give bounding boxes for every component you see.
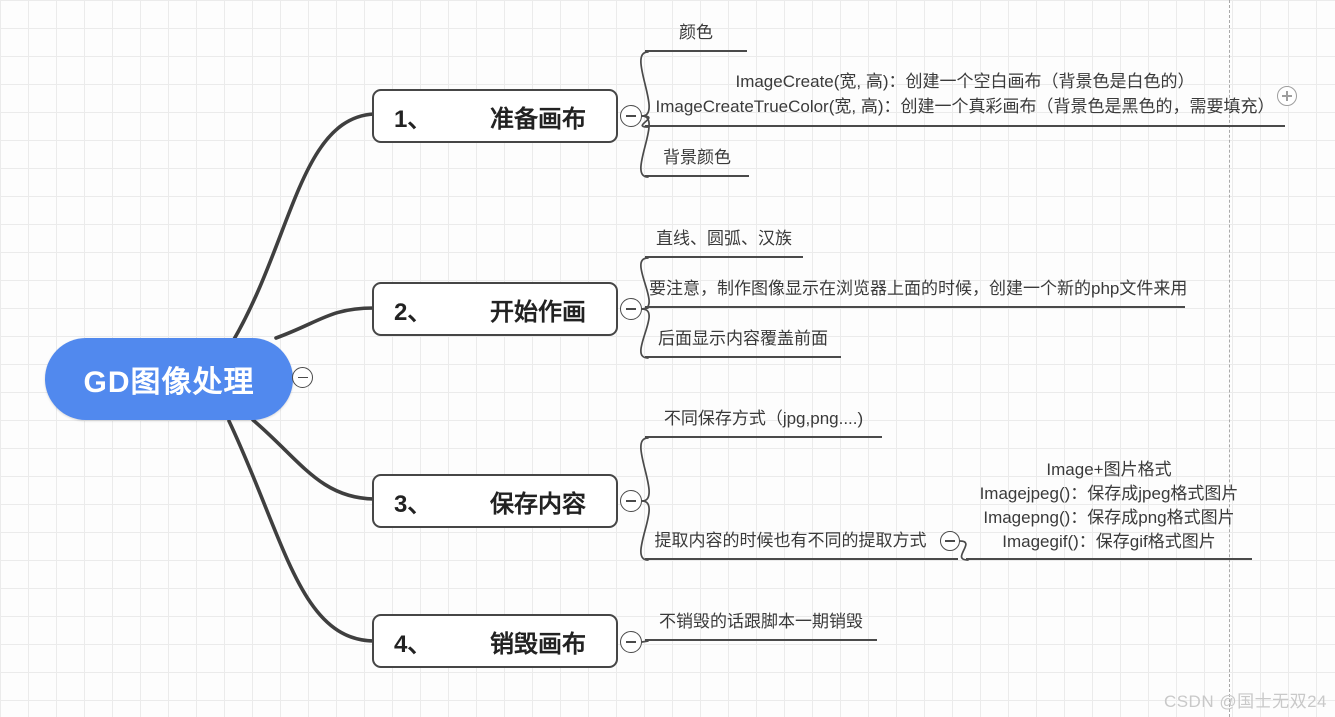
branch-number: 1、 [394, 105, 432, 133]
branch-topic-1[interactable]: 1、 准备画布 [372, 89, 618, 143]
leaf-line-4: Imagegif()：保存gif格式图片 [1002, 532, 1216, 551]
minus-icon [626, 641, 636, 643]
branch3-collapse-button[interactable] [620, 490, 642, 512]
connector-root-branch2 [274, 306, 376, 340]
connector-root-branch4 [227, 419, 376, 643]
branch-title: 销毁画布 [490, 630, 586, 658]
connector-root-branch3 [251, 418, 376, 501]
leaf-topic-overlay[interactable]: 后面显示内容覆盖前面 [645, 324, 841, 358]
leaf-topic-extract[interactable]: 提取内容的时候也有不同的提取方式 [645, 526, 958, 560]
root-collapse-button[interactable] [292, 367, 313, 388]
leaf-topic-note[interactable]: 要注意，制作图像显示在浏览器上面的时候，创建一个新的php文件来用 [645, 274, 1188, 308]
connector-root-branch1 [231, 112, 376, 343]
leaf-topic-shapes[interactable]: 直线、圆弧、汉族 [645, 224, 803, 258]
root-topic[interactable]: GD图像处理 [45, 338, 293, 420]
leaf-label: 背景颜色 [663, 148, 731, 167]
branch-title: 准备画布 [490, 105, 586, 133]
leaf-line-1: Image+图片格式 [1046, 460, 1172, 479]
root-topic-label: GD图像处理 [83, 366, 255, 399]
leaf-label: 后面显示内容覆盖前面 [658, 329, 828, 348]
leaf-line-2: ImageCreateTrueColor(宽, 高)：创建一个真彩画布（背景色是… [655, 97, 1275, 116]
minus-icon [626, 500, 636, 502]
branch-number: 4、 [394, 630, 432, 658]
branch-topic-4[interactable]: 4、 销毁画布 [372, 614, 618, 668]
leaf-label: 不销毁的话跟脚本一期销毁 [659, 612, 863, 631]
imagecreate-expand-button[interactable] [1277, 86, 1297, 106]
minus-icon [945, 540, 955, 542]
leaf-label: 不同保存方式（jpg,png....) [663, 409, 864, 428]
leaf-label: 颜色 [679, 23, 713, 42]
leaf-topic-save-formats[interactable]: 不同保存方式（jpg,png....) [645, 404, 882, 438]
branch1-collapse-button[interactable] [620, 105, 642, 127]
branch2-collapse-button[interactable] [620, 298, 642, 320]
branch-title: 开始作画 [490, 298, 586, 326]
branch-number: 2、 [394, 298, 432, 326]
leaf-line-1: ImageCreate(宽, 高)：创建一个空白画布（背景色是白色的） [735, 72, 1195, 91]
leaf-topic-color[interactable]: 颜色 [645, 18, 747, 52]
branch-topic-3[interactable]: 3、 保存内容 [372, 474, 618, 528]
connector-extract-sub [959, 540, 969, 561]
watermark: CSDN @国士无双24 [1163, 692, 1327, 711]
connector-branch4-destroy [641, 640, 649, 643]
branch-title: 保存内容 [490, 490, 586, 518]
leaf-topic-destroy[interactable]: 不销毁的话跟脚本一期销毁 [645, 607, 877, 641]
leaf-topic-imagecreate[interactable]: ImageCreate(宽, 高)：创建一个空白画布（背景色是白色的） Imag… [645, 69, 1285, 127]
connector-branch3-formats [640, 437, 650, 502]
connector-branch1-color [640, 51, 650, 117]
branch4-collapse-button[interactable] [620, 631, 642, 653]
branch-number: 3、 [394, 490, 432, 518]
connector-branch2-overlay [640, 308, 650, 359]
connector-branch1-bgcolor [640, 115, 650, 178]
leaf-topic-bgcolor[interactable]: 背景颜色 [645, 143, 749, 177]
minus-icon [626, 115, 636, 117]
page-boundary-guide [1229, 0, 1230, 717]
minus-icon [626, 308, 636, 310]
plus-icon [1282, 91, 1292, 101]
leaf-label: 直线、圆弧、汉族 [656, 229, 792, 248]
minus-icon [297, 376, 308, 379]
leaf-label: 提取内容的时候也有不同的提取方式 [654, 531, 927, 550]
connector-branch3-extract [640, 500, 650, 561]
branch-topic-2[interactable]: 2、 开始作画 [372, 282, 618, 336]
leaf-label: 要注意，制作图像显示在浏览器上面的时候，创建一个新的php文件来用 [649, 279, 1188, 298]
extract-collapse-button[interactable] [940, 531, 960, 551]
leaf-line-2: Imagejpeg()：保存成jpeg格式图片 [979, 484, 1239, 503]
leaf-line-3: Imagepng()：保存成png格式图片 [983, 508, 1235, 527]
leaf-topic-extract-methods[interactable]: Image+图片格式 Imagejpeg()：保存成jpeg格式图片 Image… [966, 458, 1252, 560]
